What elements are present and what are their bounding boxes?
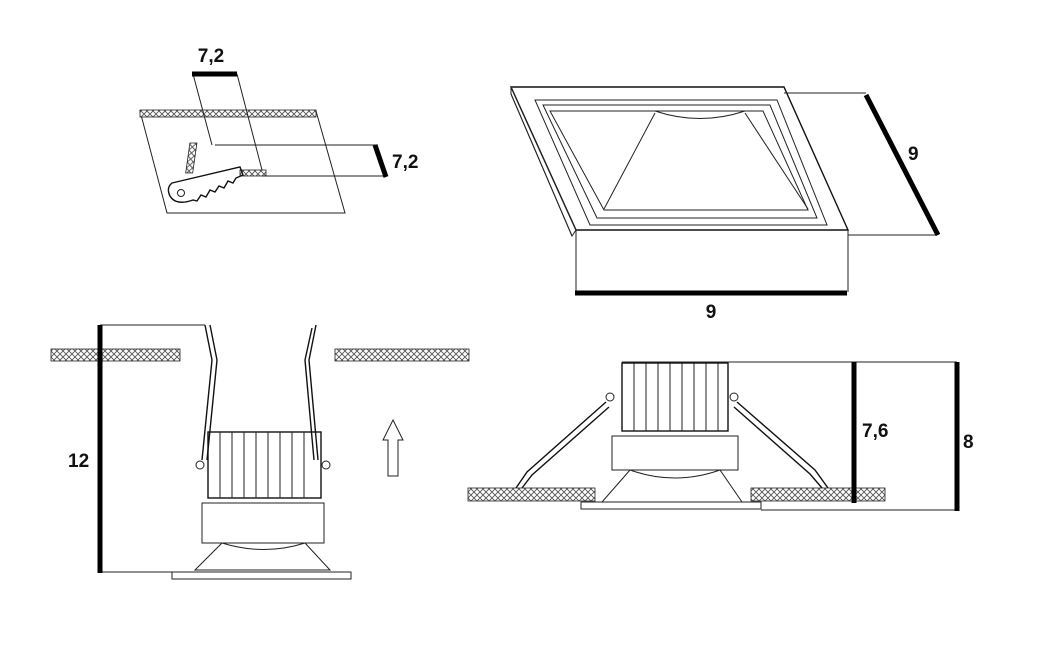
cut-edge-left [185, 142, 198, 174]
cutout-width-label: 7,2 [198, 46, 224, 67]
fixture-body-installed [611, 435, 739, 471]
fixture-trim-installed [580, 501, 762, 510]
heatsink-installed [605, 362, 739, 432]
fixture-body [201, 502, 325, 544]
ceiling-section-left [50, 348, 181, 362]
heatsink [195, 431, 331, 499]
ceiling-section-right [334, 348, 470, 362]
spring-clip-right-extended [733, 401, 829, 489]
cutout-panel: 7,2 7,2 [139, 46, 418, 214]
cutout-height-label: 7,2 [392, 152, 418, 173]
installed-panel: 7,6 8 [467, 361, 974, 511]
ceiling-installed-right [750, 487, 886, 502]
installed-total-label: 8 [963, 432, 974, 453]
ceiling-installed-left [467, 487, 596, 502]
trim-width-label: 9 [706, 302, 717, 323]
cutout-height-bar [372, 144, 389, 178]
spring-clip-left [201, 324, 218, 461]
installed-body-label: 7,6 [862, 421, 888, 442]
install-panel: 12 [50, 324, 470, 580]
ceiling-board-edge [139, 109, 317, 118]
trim-outer-frame [509, 86, 850, 231]
trim-depth-bar [863, 93, 941, 237]
insert-direction-arrow-icon [382, 418, 404, 477]
cut-edge-bottom [239, 169, 267, 177]
install-height-label: 12 [68, 451, 89, 472]
trim-inner-frame [534, 99, 828, 226]
reflector-opening [549, 110, 809, 211]
saw-icon [167, 166, 244, 203]
trim-depth-label: 9 [908, 144, 919, 165]
trim-panel: 9 9 [509, 86, 941, 323]
fixture-trim [171, 571, 352, 580]
spring-clip-right [304, 324, 319, 461]
spring-clip-left-extended [515, 401, 610, 489]
